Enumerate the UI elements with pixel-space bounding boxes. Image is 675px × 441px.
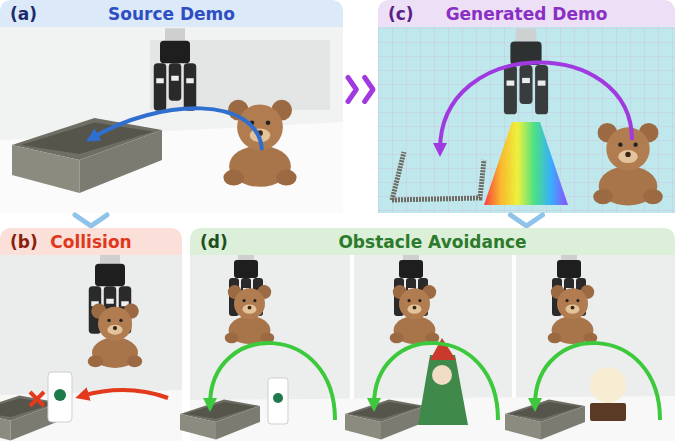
chevron-arrow [75, 215, 107, 226]
panel-letter: (b) [10, 232, 38, 252]
panel-header: (a) Source Demo [0, 0, 343, 27]
panel-title: Obstacle Avoidance [338, 232, 526, 252]
panel: (d) Obstacle Avoidance [190, 228, 675, 441]
panel-letter: (a) [10, 4, 37, 24]
chevron-arrow [348, 77, 373, 101]
panel-header: (b) Collision [0, 228, 182, 255]
panel-letter: (d) [200, 232, 228, 252]
chevron-arrow [511, 215, 543, 226]
panel-title: Generated Demo [446, 4, 608, 24]
panel: (b) Collision [0, 228, 182, 441]
panel: (c) Generated Demo [378, 0, 675, 213]
panel-header: (c) Generated Demo [378, 0, 675, 27]
panel-title: Source Demo [108, 4, 235, 24]
panel-letter: (c) [388, 4, 414, 24]
panel: (a) Source Demo [0, 0, 343, 213]
panel-title: Collision [50, 232, 131, 252]
panel-header: (d) Obstacle Avoidance [190, 228, 675, 255]
